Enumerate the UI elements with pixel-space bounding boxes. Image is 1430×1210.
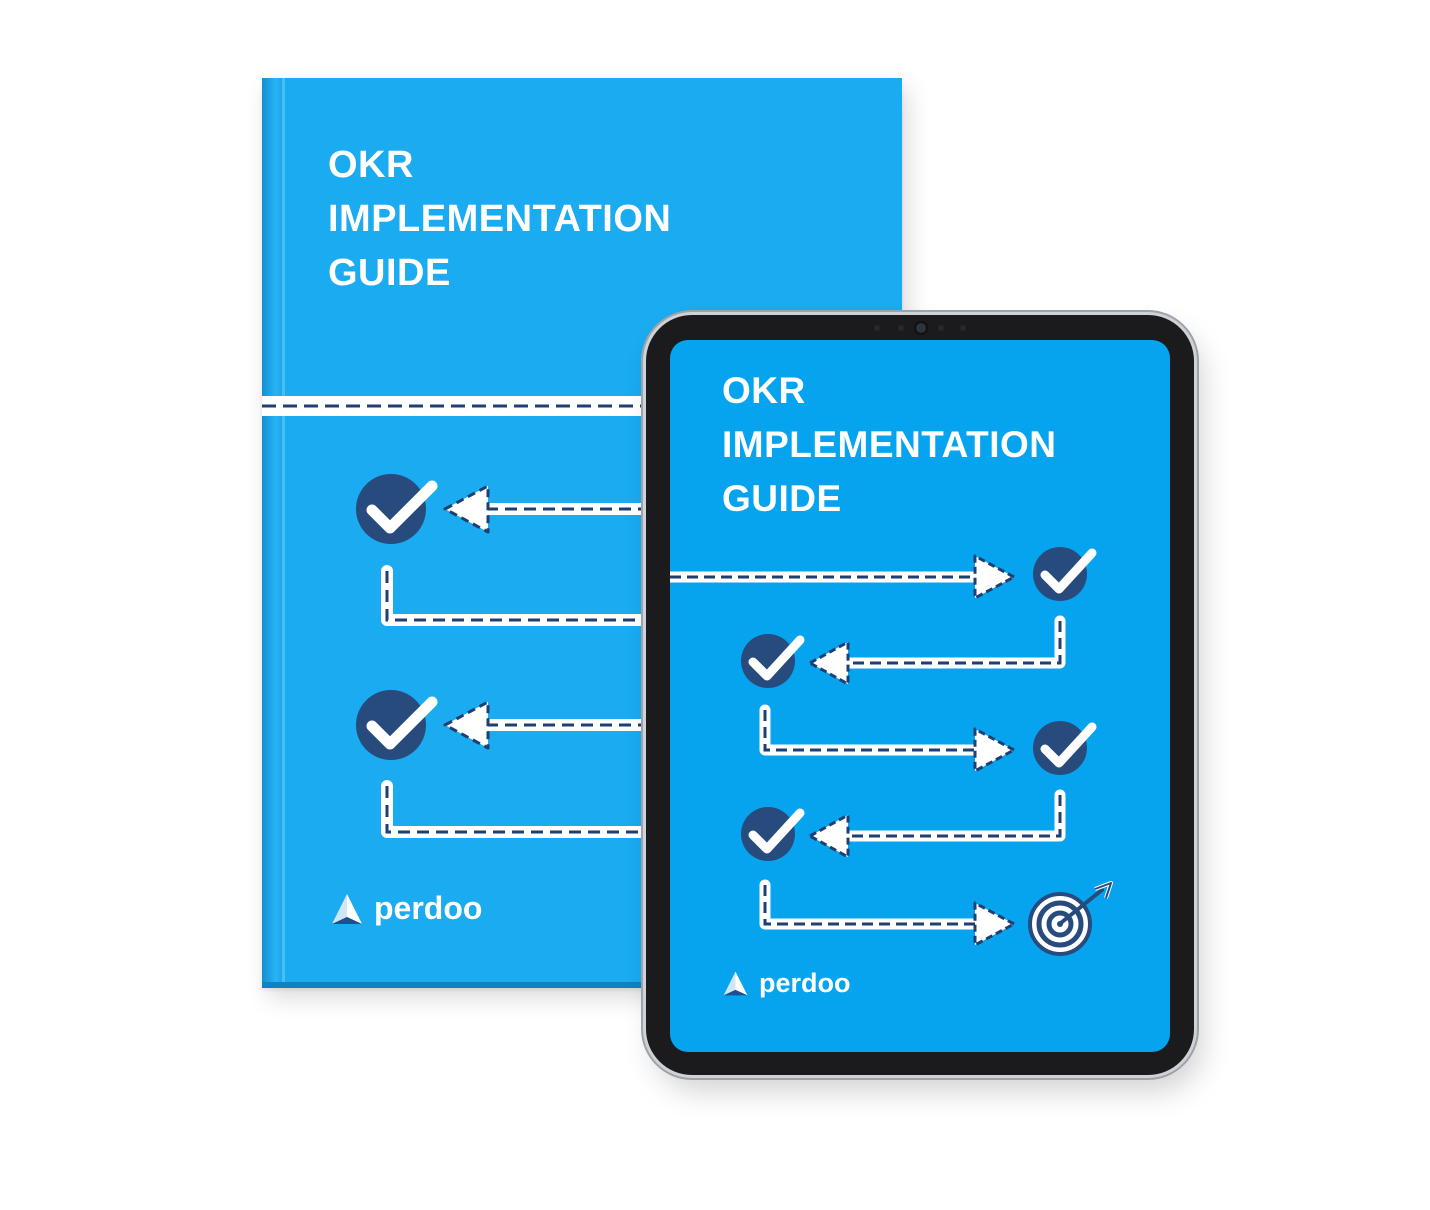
tablet-connector-4 [759, 879, 996, 930]
book-title-line-2: IMPLEMENTATION [328, 198, 672, 240]
arrow-left-icon [808, 813, 850, 859]
perdoo-logo-icon [332, 893, 362, 924]
book-return-dash-1 [385, 571, 902, 622]
perdoo-logo-icon [723, 971, 748, 996]
target-icon [1028, 881, 1113, 956]
tablet-screen: OKR IMPLEMENTATION GUIDE perdoo [670, 340, 1170, 1052]
arrow-right-icon [973, 727, 1016, 773]
check-circle-icon [1033, 721, 1087, 775]
book-title-line-3: GUIDE [328, 252, 451, 294]
check-circle-icon [741, 634, 795, 688]
tablet-cover-illustration [670, 547, 1113, 956]
book-spine [262, 78, 282, 988]
tablet-connector-dash-2 [763, 710, 990, 752]
book-spine-highlight [282, 78, 285, 988]
checkmark-icon [366, 696, 438, 750]
tablet-check-row-4 [741, 807, 1016, 947]
tablet-connector-dash-1 [840, 621, 1062, 665]
tablet-sensor [960, 325, 966, 331]
arrow-left-icon [443, 700, 490, 750]
tablet-title: OKR IMPLEMENTATION GUIDE [722, 364, 1057, 526]
tablet-check-row-3 [808, 721, 1097, 859]
tablet-check-row-1 [670, 547, 1097, 669]
tablet-device: OKR IMPLEMENTATION GUIDE perdoo [646, 315, 1194, 1075]
tablet-title-line-2: IMPLEMENTATION [722, 424, 1057, 465]
check-circle-icon [356, 690, 426, 760]
tablet-check-row-2 [741, 634, 1016, 773]
checkmark-icon [366, 480, 438, 534]
tablet-connector-dash-3 [840, 795, 1062, 838]
tablet-top-button [1116, 311, 1160, 315]
arrow-right-icon [973, 901, 1016, 947]
tablet-connector-1 [834, 615, 1066, 669]
checkmark-icon [748, 635, 805, 681]
checkmark-icon [748, 808, 805, 854]
check-circle-icon [356, 474, 426, 544]
tablet-title-line-1: OKR [722, 370, 806, 411]
tablet-volume-up-button [1194, 372, 1198, 412]
tablet-sensor [874, 325, 880, 331]
arrow-right-icon [973, 554, 1016, 600]
book-brand-name: perdoo [374, 890, 483, 926]
tablet-sensor [938, 325, 944, 331]
tablet-volume-down-button [1194, 420, 1198, 442]
book-title: OKR IMPLEMENTATION GUIDE [328, 138, 671, 300]
tablet-brand-name: perdoo [759, 968, 851, 998]
tablet-brand: perdoo [722, 968, 851, 999]
tablet-connector-2 [759, 704, 996, 756]
tablet-sensor [898, 325, 904, 331]
tablet-camera [916, 323, 926, 333]
arrow-left-icon [443, 484, 490, 534]
book-brand: perdoo [330, 890, 482, 927]
check-circle-icon [741, 807, 795, 861]
checkmark-icon [1040, 548, 1097, 594]
checkmark-icon [1040, 722, 1097, 768]
check-circle-icon [1033, 547, 1087, 601]
tablet-connector-dash-4 [763, 885, 990, 926]
tablet-connector-3 [834, 789, 1066, 842]
book-title-line-1: OKR [328, 144, 414, 186]
tablet-title-line-3: GUIDE [722, 478, 842, 519]
book-bottom-edge [262, 982, 902, 988]
arrow-left-icon [808, 640, 850, 686]
